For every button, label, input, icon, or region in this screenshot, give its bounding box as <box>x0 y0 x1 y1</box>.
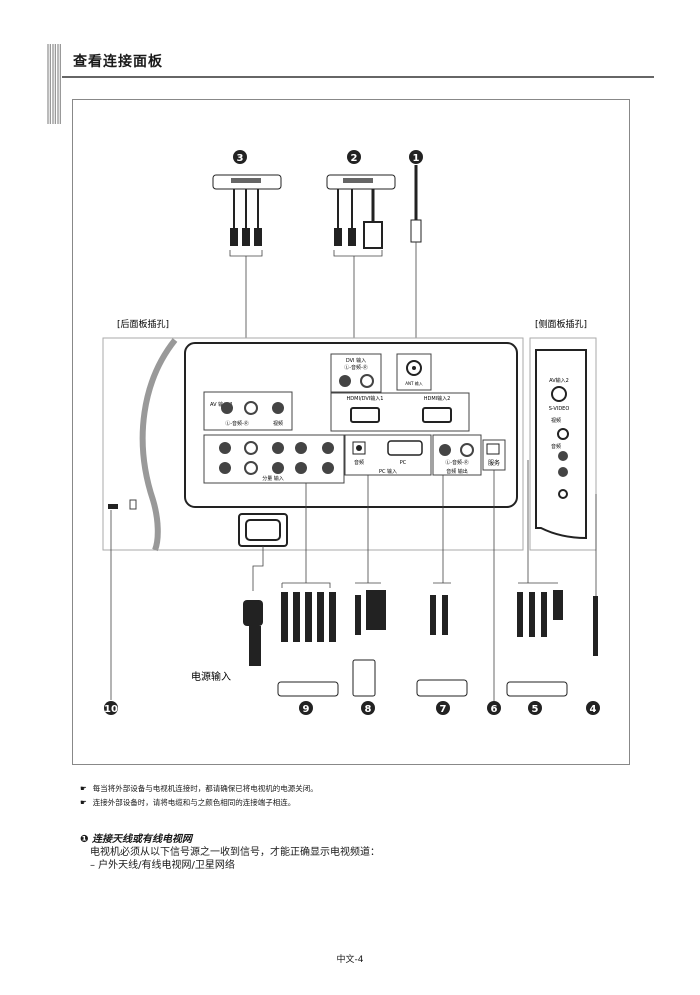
dvi-input-label: DVI 输入 <box>346 357 366 364</box>
audio-out-label: 音频 输出 <box>446 468 468 475</box>
note-2: ☛ 连接外部设备时，请将电缆和与之颜色相同的连接端子相连。 <box>80 796 318 810</box>
svg-text:9: 9 <box>303 704 310 715</box>
hdmi1-label: HDMI/DVI输入1 <box>347 395 384 402</box>
section-antenna: ❶ 连接天线或有线电视网 电视机必须从以下信号源之一收到信号，才能正确显示电视频… <box>80 833 380 872</box>
svg-text:5: 5 <box>532 704 539 715</box>
av1-video-label: 视频 <box>273 420 283 427</box>
note-1: ☛ 每当将外部设备与电视机连接时，都请确保已将电视机的电源关闭。 <box>80 782 318 796</box>
svg-text:1: 1 <box>413 153 420 164</box>
hdmi2-label: HDMI输入2 <box>424 395 451 402</box>
dvi-audio-label: Ⓛ-音频-Ⓡ <box>344 364 368 371</box>
note-text: 每当将外部设备与电视机连接时，都请确保已将电视机的电源关闭。 <box>92 784 318 793</box>
svg-text:7: 7 <box>440 704 447 715</box>
side-video-label: 视频 <box>551 417 561 424</box>
side-audio-label: 音频 <box>551 443 561 450</box>
antenna-cable <box>410 165 422 243</box>
svg-text:10: 10 <box>104 704 118 715</box>
av2-label: AV输入2 <box>549 377 569 384</box>
av1-audio-label: Ⓛ-音频-Ⓡ <box>225 420 249 427</box>
av1-label: AV 输入 1 <box>210 401 233 408</box>
diagram-frame: 3 2 1 [后面板插孔] [侧面板插孔] DVI 输入 Ⓛ-音频-Ⓡ ANT … <box>72 99 630 765</box>
hand-pointer-icon: ☛ <box>80 798 87 807</box>
page-title: 查看连接面板 <box>73 54 163 70</box>
pc-audio-label: 音频 <box>354 459 364 466</box>
svg-text:6: 6 <box>491 704 498 715</box>
rear-panel-label: [后面板插孔] <box>117 318 169 330</box>
connection-diagram: 3 2 1 [后面板插孔] [侧面板插孔] DVI 输入 Ⓛ-音频-Ⓡ ANT … <box>102 150 600 715</box>
device-2 <box>326 174 396 249</box>
audio-out-lr-label: Ⓛ-音频-Ⓡ <box>445 459 469 466</box>
title-rule <box>62 76 654 78</box>
service-label: 服务 <box>488 459 500 467</box>
side-decor-strip <box>47 44 61 124</box>
page-number: 中文-4 <box>336 955 364 965</box>
callouts-top: 3 2 1 <box>233 150 423 164</box>
component-label: 分量 输入 <box>262 475 284 482</box>
hand-pointer-icon: ☛ <box>80 784 87 793</box>
svg-text:2: 2 <box>351 153 358 164</box>
svg-text:3: 3 <box>237 153 244 164</box>
callouts-bottom: 10 9 8 7 6 5 4 <box>104 701 600 715</box>
power-input-label: 电源输入 <box>191 670 231 683</box>
notes: ☛ 每当将外部设备与电视机连接时，都请确保已将电视机的电源关闭。 ☛ 连接外部设备时… <box>80 782 318 810</box>
section-heading: ❶ 连接天线或有线电视网 <box>80 834 192 845</box>
svg-text:4: 4 <box>590 704 597 715</box>
note-text: 连接外部设备时，请将电缆和与之颜色相同的连接端子相连。 <box>92 798 296 807</box>
pc-input-label: PC 输入 <box>379 468 397 475</box>
pc-label: PC <box>400 460 407 466</box>
section-line-2: – 户外天线/有线电视网/卫星网络 <box>90 860 235 871</box>
svg-text:8: 8 <box>365 704 372 715</box>
svideo-label: S-VIDEO <box>549 406 570 412</box>
ant-input-label: ANT 输入 <box>405 380 422 386</box>
section-line-1: 电视机必须从以下信号源之一收到信号，才能正确显示电视频道： <box>90 847 380 858</box>
side-panel-label: [侧面板插孔] <box>535 318 587 330</box>
device-3 <box>212 174 282 246</box>
